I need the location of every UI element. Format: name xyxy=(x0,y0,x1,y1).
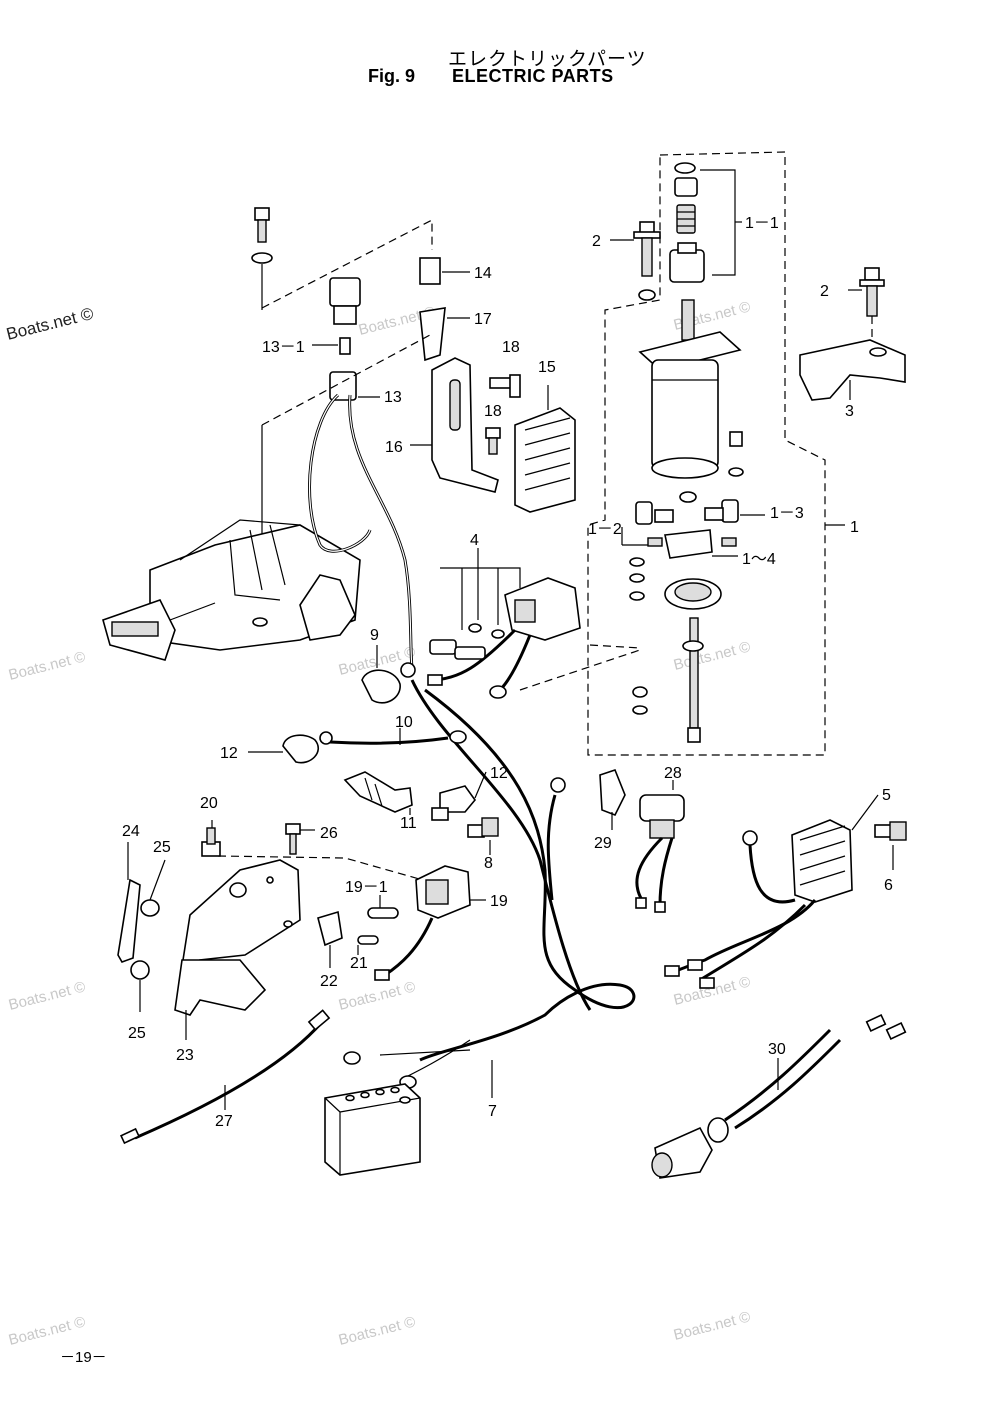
callout-9: 9 xyxy=(370,627,379,644)
callout-11: 11 xyxy=(400,815,417,832)
kill-switch-30 xyxy=(651,1014,907,1179)
callout-12-left: 12 xyxy=(220,745,238,762)
callout-19: 19 xyxy=(490,893,508,910)
switch-28 xyxy=(599,769,685,913)
callout-1-2: 1－2 xyxy=(588,521,622,538)
callout-1: 1 xyxy=(850,519,859,536)
callout-6: 6 xyxy=(884,877,893,894)
brush-parts xyxy=(621,499,765,559)
callout-1-1: 1－1 xyxy=(745,215,779,232)
page-number: －19－ xyxy=(60,1349,107,1366)
watermark-faint: Boats.net © xyxy=(7,1313,87,1349)
callout-18-top: 18 xyxy=(502,339,520,356)
callout-4: 4 xyxy=(470,532,479,549)
watermark-main: Boats.net © xyxy=(4,304,95,344)
callout-17: 17 xyxy=(474,311,492,328)
battery xyxy=(324,1083,421,1176)
callout-14: 14 xyxy=(474,265,492,282)
callout-5: 5 xyxy=(882,787,891,804)
callout-1-3: 1－3 xyxy=(770,505,804,522)
regulator-5 xyxy=(664,794,907,989)
watermark-faint: Boats.net © xyxy=(7,648,87,684)
bracket-3 xyxy=(799,267,906,401)
watermark-faint: Boats.net © xyxy=(672,1308,752,1344)
callout-1-4: 1～4 xyxy=(742,551,776,568)
callout-27: 27 xyxy=(215,1113,233,1130)
wiring-harness xyxy=(308,393,641,1089)
callout-12-right: 12 xyxy=(490,765,508,782)
callout-25-top: 25 xyxy=(153,839,171,856)
figure-label: Fig. 9 xyxy=(368,66,416,86)
callout-13-1: 13－1 xyxy=(262,339,305,356)
cable-27 xyxy=(119,1009,331,1145)
relay-group xyxy=(251,207,576,513)
callout-15: 15 xyxy=(538,359,556,376)
end-cap xyxy=(629,557,722,743)
callout-19-1: 19－1 xyxy=(345,879,388,896)
watermark-faint: Boats.net © xyxy=(7,978,87,1014)
callout-3: 3 xyxy=(845,403,854,420)
callout-30: 30 xyxy=(768,1041,786,1058)
callout-2-right: 2 xyxy=(820,283,829,300)
bolt-2-left xyxy=(610,221,661,301)
callout-29: 29 xyxy=(594,835,612,852)
callout-2-left: 2 xyxy=(592,233,601,250)
title-english: ELECTRIC PARTS xyxy=(452,66,614,86)
watermark-faint: Boats.net © xyxy=(337,1313,417,1349)
callout-7: 7 xyxy=(488,1103,497,1120)
callout-22: 22 xyxy=(320,973,338,990)
engine-block xyxy=(102,425,361,661)
callout-10: 10 xyxy=(395,714,413,731)
callout-24: 24 xyxy=(122,823,140,840)
callout-18-bottom: 18 xyxy=(484,403,502,420)
callout-13: 13 xyxy=(384,389,402,406)
starter-assembly-boundary xyxy=(587,151,845,756)
starter-motor xyxy=(638,299,744,503)
watermark-faint: Boats.net © xyxy=(337,978,417,1014)
switch-bracket-group xyxy=(117,820,486,1040)
bolt-8 xyxy=(467,817,499,855)
title-japanese: エレクトリックパーツ xyxy=(448,48,647,70)
callout-25-bottom: 25 xyxy=(128,1025,146,1042)
callout-23: 23 xyxy=(176,1047,194,1064)
callout-16: 16 xyxy=(385,439,403,456)
callout-21: 21 xyxy=(350,955,368,972)
callout-8: 8 xyxy=(484,855,493,872)
callout-28: 28 xyxy=(664,765,682,782)
pinion-parts xyxy=(669,162,742,283)
callout-26: 26 xyxy=(320,825,338,842)
cables-caps xyxy=(248,645,487,821)
callout-20: 20 xyxy=(200,795,218,812)
